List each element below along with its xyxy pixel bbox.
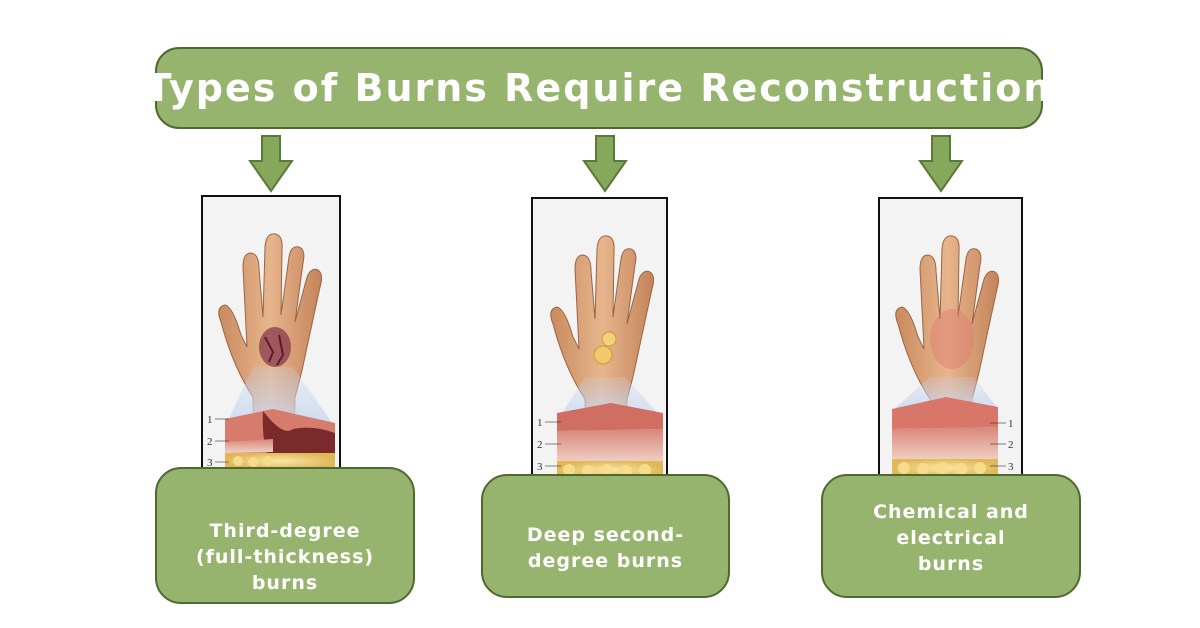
layer-marker-3: 3 (1008, 461, 1014, 473)
layer-marker-2: 2 (207, 436, 213, 448)
down-arrow-icon (582, 135, 628, 193)
illustration-panel: 1 2 3 (878, 197, 1023, 495)
burn-type-label: Deep second- degree burns (526, 524, 685, 572)
layer-marker-3: 3 (537, 461, 543, 473)
down-arrow-icon (248, 135, 294, 193)
layer-marker-2: 2 (1008, 439, 1014, 451)
illustration-panel: 1 2 3 (201, 195, 341, 491)
hand-deep-second-degree-burn-illustration: 1 2 3 (537, 235, 663, 479)
layer-marker-2: 2 (537, 439, 543, 451)
hand-third-degree-burn-illustration: 1 2 3 (207, 233, 335, 473)
burn-type-label: Third-degree (full-thickness) burns (195, 519, 375, 594)
title-box: Types of Burns Require Reconstruction (146, 47, 1050, 129)
layer-marker-1: 1 (1008, 418, 1014, 430)
illustration-panel: 1 2 3 (531, 197, 668, 495)
layer-marker-1: 1 (207, 414, 213, 426)
burn-type-label: Chemical and electrical burns (873, 501, 1029, 575)
burn-type-box: Chemical and electrical burns (821, 474, 1081, 598)
burn-type-box: Third-degree (full-thickness) burns (155, 467, 415, 604)
burn-type-box: Deep second- degree burns (481, 474, 730, 598)
hand-chemical-electrical-burn-illustration: 1 2 3 (892, 235, 1014, 477)
layer-marker-3: 3 (207, 457, 213, 469)
layer-marker-1: 1 (537, 417, 543, 429)
diagram-title: Types of Burns Require Reconstruction (145, 66, 1053, 110)
down-arrow-icon (918, 135, 964, 193)
